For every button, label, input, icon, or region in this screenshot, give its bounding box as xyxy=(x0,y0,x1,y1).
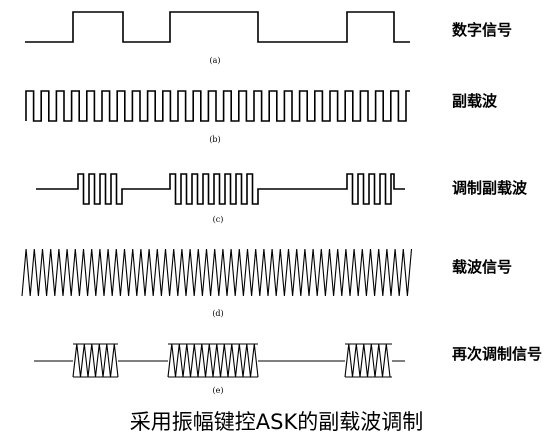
digital-signal-waveform xyxy=(25,11,410,43)
label-modulated-subcarrier: 调制副载波 xyxy=(452,179,528,197)
remodulated-signal-waveform xyxy=(34,343,405,378)
label-digital-signal: 数字信号 xyxy=(452,21,512,39)
label-remodulated-signal: 再次调制信号 xyxy=(452,345,542,363)
subcarrier-waveform xyxy=(25,90,410,122)
sublabel-e: (e) xyxy=(213,386,224,395)
sublabel-c: (c) xyxy=(213,215,224,224)
figure-caption: 采用振幅键控ASK的副载波调制 xyxy=(129,410,424,434)
modulated-subcarrier-waveform xyxy=(36,173,405,205)
sublabel-d: (d) xyxy=(212,309,223,318)
label-carrier-signal: 载波信号 xyxy=(452,258,512,276)
label-subcarrier: 副载波 xyxy=(452,92,498,110)
ask-subcarrier-diagram: (a) 数字信号 (b) 副载波 (c) 调制副载波 (d) 载波信号 (e) … xyxy=(21,11,542,395)
carrier-signal-waveform xyxy=(21,248,413,297)
sublabel-a: (a) xyxy=(209,56,220,65)
sublabel-b: (b) xyxy=(209,135,220,144)
